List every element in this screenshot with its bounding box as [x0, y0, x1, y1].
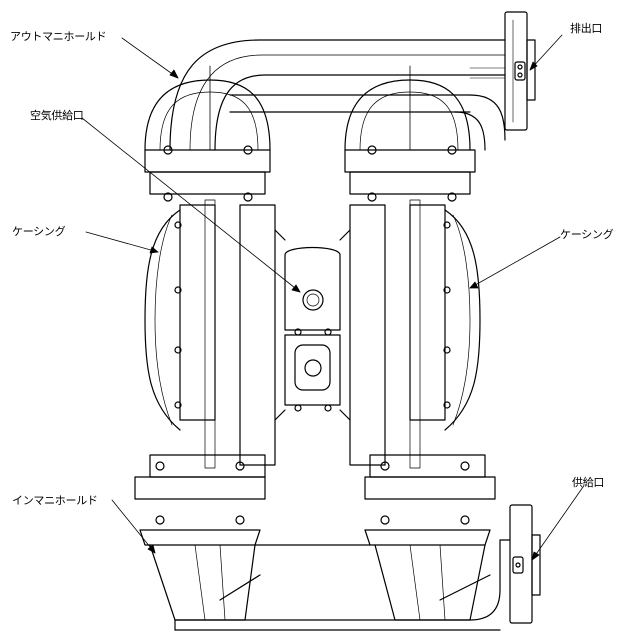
left-casing-shape	[145, 200, 285, 468]
leader-lines	[82, 35, 583, 560]
center-body	[285, 248, 340, 412]
casing-left-label: ケーシング	[12, 223, 65, 239]
inlet-manifold-shape	[140, 505, 540, 630]
top-flanges	[145, 146, 475, 201]
outlet-manifold-label: アウトマニホールド	[10, 28, 106, 44]
inlet-manifold-label: インマニホールド	[12, 492, 98, 508]
discharge-port-label: 排出口	[570, 20, 602, 36]
air-inlet-label: 空気供給口	[30, 107, 84, 123]
casing-right-label: ケーシング	[560, 226, 613, 242]
top-domes	[145, 66, 470, 150]
supply-port-label: 供給口	[572, 474, 604, 490]
right-casing-shape	[340, 200, 480, 468]
bottom-flanges	[135, 455, 495, 524]
